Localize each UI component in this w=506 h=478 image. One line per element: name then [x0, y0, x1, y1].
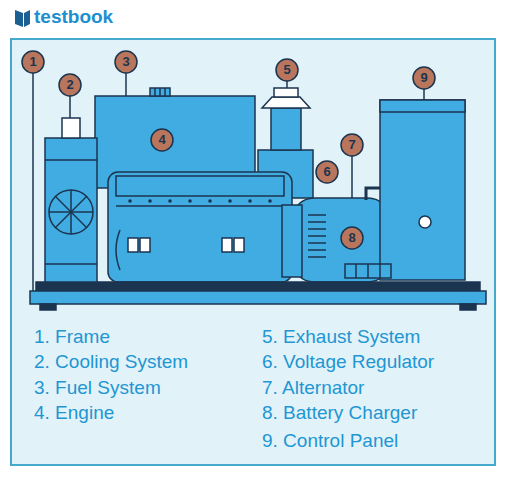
part-name: 8. Battery Charger	[262, 402, 417, 424]
callout-number: 5	[276, 62, 298, 78]
part-name: 7. Alternator	[262, 377, 364, 399]
panel	[11, 39, 495, 465]
part-name: 4. Engine	[34, 402, 114, 424]
logo-text: testbook	[34, 6, 113, 28]
leader-lines	[33, 73, 424, 291]
callout-number: 8	[341, 230, 363, 246]
callout-number: 7	[341, 137, 363, 153]
generator	[30, 88, 486, 310]
callout-number: 9	[413, 70, 435, 86]
part-name: 2. Cooling System	[34, 351, 188, 373]
callout-number: 6	[316, 164, 338, 180]
part-name: 1. Frame	[34, 326, 110, 348]
callout-number: 4	[151, 132, 173, 148]
part-name: 9. Control Panel	[262, 430, 398, 452]
callout-number: 1	[22, 54, 44, 70]
part-name: 5. Exhaust System	[262, 326, 420, 348]
callout-number: 2	[59, 77, 81, 93]
part-name: 3. Fuel System	[34, 377, 161, 399]
callout-circles	[22, 51, 435, 249]
callout-number: 3	[115, 54, 137, 70]
logo-icon	[15, 10, 30, 27]
part-name: 6. Voltage Regulator	[262, 351, 434, 373]
